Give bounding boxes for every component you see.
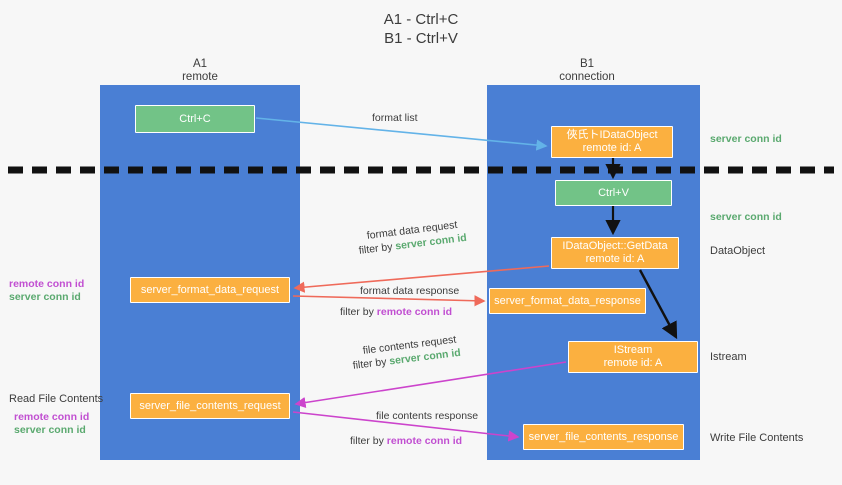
filter-by-text-3: filter by xyxy=(352,355,391,372)
box-idataobject-getdata[interactable]: IDataObject::GetData remote id: A xyxy=(551,237,679,269)
column-a1-sub: remote xyxy=(182,71,218,83)
annotation-remote-conn-id-bottom: remote conn id xyxy=(14,411,90,423)
label-format-data-response-filter: filter by remote conn id xyxy=(340,305,452,319)
label-format-list: format list xyxy=(372,112,418,124)
column-a1-name: A1 xyxy=(192,58,208,70)
filter-by-text-1: filter by xyxy=(358,240,397,257)
annotation-conn-ids-bottom: remote conn id server conn id xyxy=(14,411,89,437)
column-b1-sub: connection xyxy=(559,71,615,83)
label-format-data-response: format data response xyxy=(360,285,460,297)
box-ctrl-v[interactable]: Ctrl+V xyxy=(555,180,672,206)
page-title: A1 - Ctrl+C B1 - Ctrl+V xyxy=(0,10,842,48)
box-ctrl-v-label: Ctrl+V xyxy=(598,186,629,199)
filter-by-text-4: filter by xyxy=(350,435,387,447)
annotation-server-conn-id-top: server conn id xyxy=(710,133,782,145)
box-getdata-line2: remote id: A xyxy=(585,253,645,265)
annotation-read-file-contents: Read File Contents xyxy=(9,393,104,405)
remote-conn-id-text-2: remote conn id xyxy=(386,435,463,447)
box-server-file-contents-response[interactable]: server_file_contents_response xyxy=(523,424,684,450)
annotation-write-file-contents: Write File Contents xyxy=(710,432,804,444)
box-istream[interactable]: IStream remote id: A xyxy=(568,341,698,373)
title-line-1: A1 - Ctrl+C xyxy=(383,11,459,28)
remote-conn-id-text-1: remote conn id xyxy=(376,306,453,318)
box-server-file-contents-request-label: server_file_contents_request xyxy=(139,399,281,412)
box-server-format-data-request[interactable]: server_format_data_request xyxy=(130,277,290,303)
box-getdata-line1: IDataObject::GetData xyxy=(562,240,668,252)
annotation-server-conn-id-left-bottom: server conn id xyxy=(14,424,86,436)
box-idataobject-line2: remote id: A xyxy=(582,142,642,154)
box-istream-line1: IStream xyxy=(613,344,653,356)
annotation-istream: Istream xyxy=(710,351,747,363)
box-idataobject[interactable]: 俠⽒トIDataObject remote id: A xyxy=(551,126,673,158)
box-istream-line2: remote id: A xyxy=(603,357,663,369)
column-header-a1: A1 remote xyxy=(100,58,300,84)
box-server-file-contents-request[interactable]: server_file_contents_request xyxy=(130,393,290,419)
annotation-server-conn-id-left-top: server conn id xyxy=(9,291,81,303)
box-server-format-data-response-label: server_format_data_response xyxy=(494,294,641,307)
column-header-b1: B1 connection xyxy=(487,58,687,84)
annotation-dataobject: DataObject xyxy=(710,245,766,257)
box-server-format-data-response[interactable]: server_format_data_response xyxy=(489,288,646,314)
annotation-remote-conn-id-top: remote conn id xyxy=(9,278,85,290)
box-ctrl-c-label: Ctrl+C xyxy=(179,112,211,125)
annotation-server-conn-id-mid: server conn id xyxy=(710,211,782,223)
column-b1-name: B1 xyxy=(579,58,595,70)
label-file-contents-response-filter: filter by remote conn id xyxy=(350,434,462,448)
box-idataobject-line1: 俠⽒トIDataObject xyxy=(566,129,658,141)
box-ctrl-c[interactable]: Ctrl+C xyxy=(135,105,255,133)
box-server-file-contents-response-label: server_file_contents_response xyxy=(528,430,679,443)
filter-by-text-2: filter by xyxy=(340,306,377,318)
label-file-contents-response: file contents response xyxy=(376,410,479,422)
title-line-2: B1 - Ctrl+V xyxy=(384,30,458,47)
annotation-conn-ids-top: remote conn id server conn id xyxy=(9,278,84,304)
box-server-format-data-request-label: server_format_data_request xyxy=(140,283,280,296)
